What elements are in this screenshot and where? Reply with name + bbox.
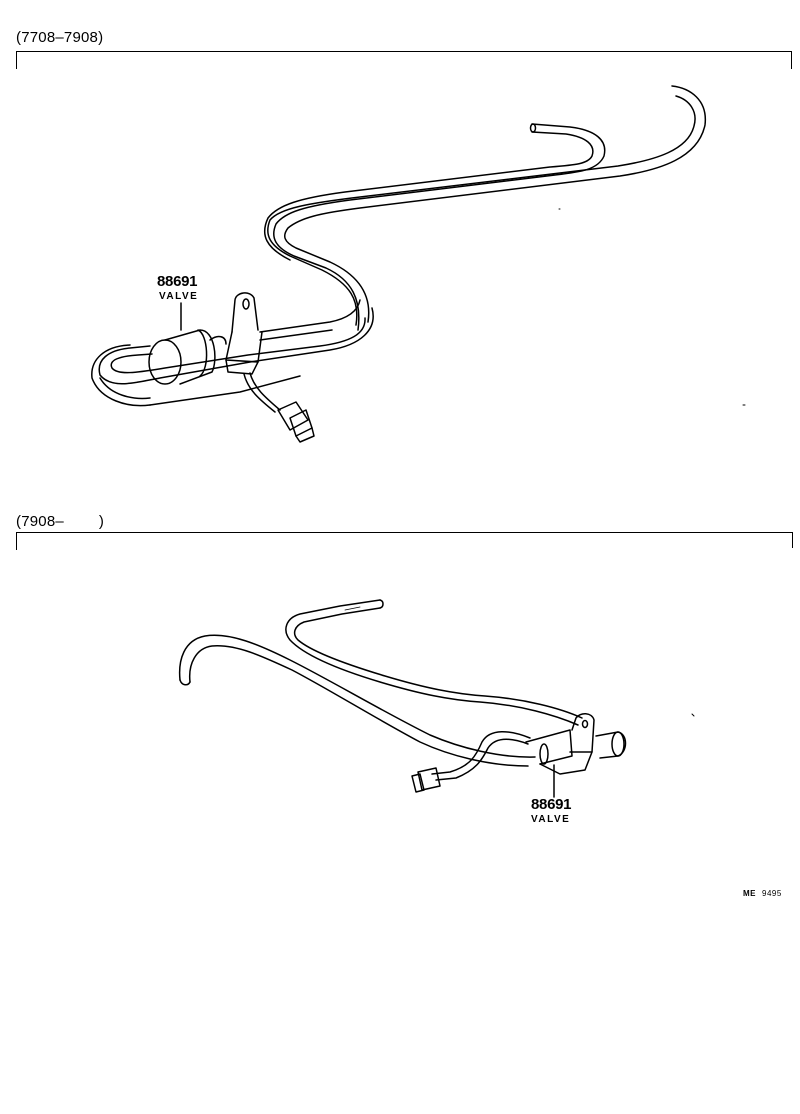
section-1-frame-right: [791, 51, 792, 69]
valve-1: [148, 292, 315, 443]
section-1-frame-top: [16, 51, 792, 52]
illustration-reference-code: ME 9495: [743, 889, 782, 898]
reference-number: 9495: [762, 889, 782, 898]
part-name-label-2: VALVE: [531, 814, 571, 825]
valve-2: [411, 713, 627, 793]
part-number-label-1: 88691: [157, 273, 198, 290]
section-1-title: (7708–7908): [16, 29, 104, 46]
section-1-frame-left: [16, 51, 17, 69]
part-name-label-1: VALVE: [159, 291, 199, 302]
part-number-label-2: 88691: [531, 796, 572, 813]
hose-assembly-2: [178, 599, 583, 767]
section-2-title: (7908– ): [16, 513, 105, 530]
hose-assembly-1: [91, 85, 707, 407]
reference-prefix: ME: [743, 889, 756, 898]
section-2-frame-left: [16, 532, 17, 550]
section-2-frame-top: [16, 532, 793, 533]
section-2-frame-right: [792, 532, 793, 548]
